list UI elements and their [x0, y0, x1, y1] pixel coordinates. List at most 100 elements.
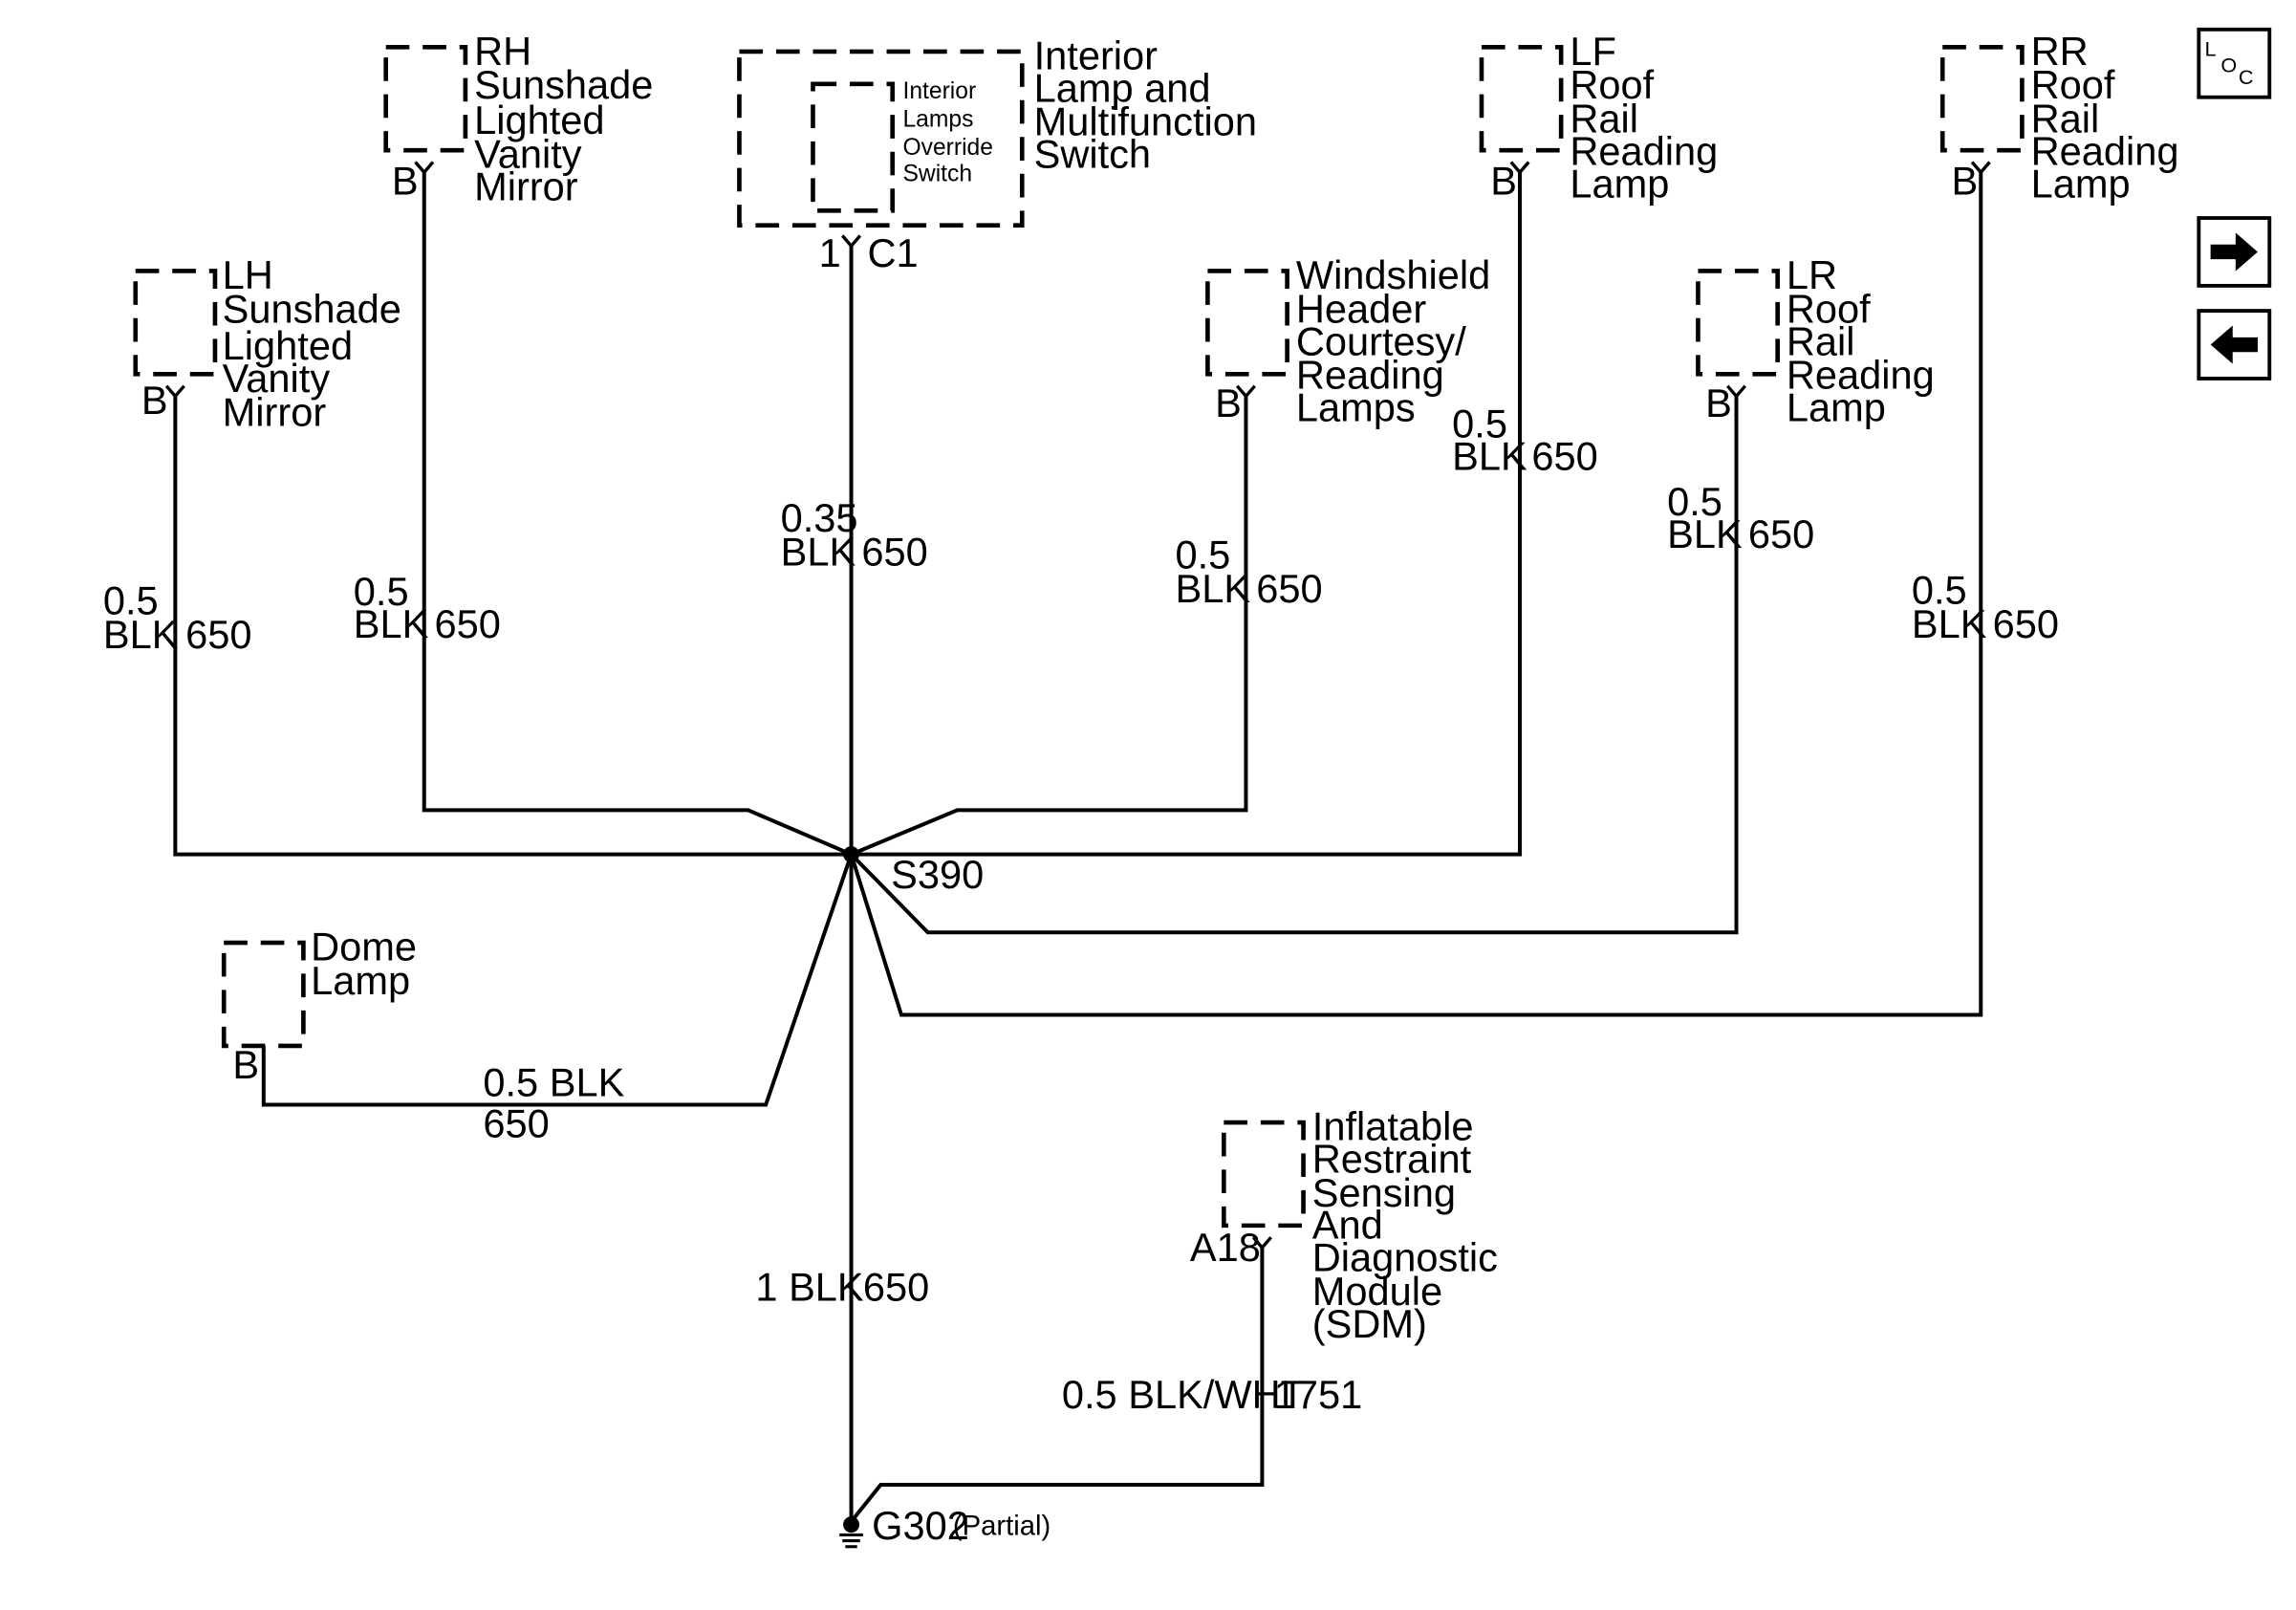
svg-text:Header: Header — [1296, 286, 1427, 331]
svg-text:Reading: Reading — [1570, 129, 1718, 174]
svg-text:Diagnostic: Diagnostic — [1312, 1235, 1498, 1280]
svg-text:Sunshade: Sunshade — [474, 62, 653, 107]
rr-lamp-pin — [1970, 161, 1991, 175]
svg-text:Sensing: Sensing — [1312, 1170, 1456, 1215]
wire-rr-lamp — [849, 172, 1983, 1017]
svg-text:Sunshade: Sunshade — [223, 286, 401, 331]
svg-text:Lighted: Lighted — [474, 98, 604, 142]
wire-lh-mirror — [173, 396, 852, 857]
wire-windshield-lamps — [850, 396, 1248, 857]
interior-switch-label: Interior Lamp and Multifunction Switch — [1034, 33, 1257, 176]
wire-switch-label: 0.35 BLK 650 — [781, 495, 928, 574]
lh-mirror-pin-label: B — [141, 378, 168, 423]
sdm-box — [1222, 1120, 1306, 1229]
svg-text:Lamps: Lamps — [1296, 385, 1416, 430]
lh-mirror-pin — [164, 384, 185, 400]
interior-switch-pin — [841, 234, 862, 249]
svg-text:(SDM): (SDM) — [1312, 1301, 1427, 1346]
wire-dome-lamp — [261, 853, 854, 1107]
svg-text:0.5: 0.5 — [1912, 568, 1967, 613]
svg-text:Lamp: Lamp — [1570, 161, 1669, 206]
svg-text:0.5: 0.5 — [103, 577, 159, 622]
svg-text:BLK: BLK — [1912, 601, 1987, 646]
svg-text:Lamp: Lamp — [2031, 161, 2131, 206]
lf-lamp-box — [1479, 44, 1564, 153]
wire-dome-label: 0.5 BLK 650 — [483, 1059, 624, 1145]
svg-text:Rail: Rail — [2031, 97, 2100, 141]
arrow-left-icon — [2210, 325, 2258, 364]
svg-text:Dome: Dome — [311, 925, 417, 969]
svg-text:RH: RH — [474, 29, 531, 74]
wire-lr-label: 0.5 BLK 650 — [1667, 479, 1814, 556]
svg-text:Interior: Interior — [1034, 33, 1159, 77]
svg-text:BLK: BLK — [103, 612, 179, 657]
svg-text:650: 650 — [185, 612, 251, 657]
svg-text:Restraint: Restraint — [1312, 1136, 1472, 1181]
rr-lamp-box — [1939, 44, 2025, 153]
svg-text:Windshield: Windshield — [1296, 252, 1490, 297]
svg-text:C: C — [2239, 65, 2254, 89]
svg-text:Rail: Rail — [1570, 97, 1638, 141]
wire-windshield-label: 0.5 BLK 650 — [1176, 533, 1323, 611]
svg-text:LH: LH — [223, 252, 273, 297]
svg-text:650: 650 — [1531, 433, 1597, 478]
windshield-lamps-box — [1205, 269, 1289, 377]
wire-rr-label: 0.5 BLK 650 — [1912, 568, 2059, 646]
svg-text:L: L — [2204, 37, 2216, 61]
svg-text:RR: RR — [2031, 29, 2089, 74]
wire-sdm — [849, 1247, 1265, 1523]
svg-text:O: O — [2220, 53, 2237, 76]
svg-text:Lighted: Lighted — [223, 323, 353, 368]
lr-lamp-pin-label: B — [1705, 381, 1732, 425]
svg-text:650: 650 — [435, 601, 501, 646]
svg-text:Multifunction: Multifunction — [1034, 99, 1257, 144]
svg-text:Rail: Rail — [1787, 318, 1855, 363]
svg-text:BLK: BLK — [1176, 566, 1251, 611]
svg-text:Roof: Roof — [1787, 286, 1871, 331]
next-page-button[interactable] — [2197, 216, 2272, 288]
lf-lamp-pin-label: B — [1490, 158, 1517, 203]
svg-text:650: 650 — [861, 530, 927, 575]
interior-switch-pin-label: 1 — [819, 230, 841, 275]
rh-mirror-pin-label: B — [392, 158, 419, 203]
svg-text:Lamps: Lamps — [902, 107, 973, 133]
dome-lamp-label: Dome Lamp — [311, 925, 417, 1003]
location-button[interactable]: L O C — [2197, 27, 2272, 99]
svg-text:0.5: 0.5 — [354, 569, 409, 614]
svg-text:650: 650 — [863, 1264, 929, 1309]
svg-text:Roof: Roof — [2031, 62, 2115, 107]
svg-text:Mirror: Mirror — [223, 389, 327, 434]
interior-switch-connector-label: C1 — [867, 230, 918, 275]
svg-text:BLK: BLK — [1667, 511, 1743, 556]
override-switch-box — [811, 81, 895, 213]
svg-text:Override: Override — [902, 135, 992, 161]
wire-lf-label: 0.5 BLK 650 — [1452, 402, 1598, 479]
svg-text:0.5 BLK/WHT: 0.5 BLK/WHT — [1062, 1372, 1305, 1417]
splice-label: S390 — [891, 852, 984, 897]
splice-s390 — [843, 846, 860, 863]
lh-mirror-box — [133, 269, 218, 377]
svg-text:Lamp: Lamp — [1787, 385, 1886, 430]
svg-text:BLK: BLK — [781, 530, 856, 575]
svg-text:Reading: Reading — [2031, 129, 2179, 174]
ground-node — [843, 1516, 860, 1534]
interior-switch-box — [737, 49, 1025, 228]
svg-text:1 BLK: 1 BLK — [755, 1264, 864, 1309]
svg-text:650: 650 — [483, 1100, 549, 1145]
svg-text:650: 650 — [1256, 566, 1322, 611]
svg-text:BLK: BLK — [1452, 433, 1527, 478]
previous-page-button[interactable] — [2197, 309, 2272, 381]
svg-text:Vanity: Vanity — [223, 356, 331, 401]
windshield-lamps-pin-label: B — [1215, 381, 1242, 425]
windshield-lamps-label: Windshield Header Courtesy/ Reading Lamp… — [1296, 252, 1490, 430]
svg-text:LR: LR — [1787, 252, 1837, 297]
rh-mirror-box — [383, 44, 468, 153]
ground-symbol-icon — [839, 1533, 863, 1549]
svg-text:0.5: 0.5 — [1176, 533, 1231, 577]
svg-text:650: 650 — [1748, 511, 1814, 556]
wire-lf-lamp — [851, 172, 1523, 857]
svg-text:0.5: 0.5 — [1452, 402, 1507, 446]
wire-lr-lamp — [850, 396, 1739, 935]
